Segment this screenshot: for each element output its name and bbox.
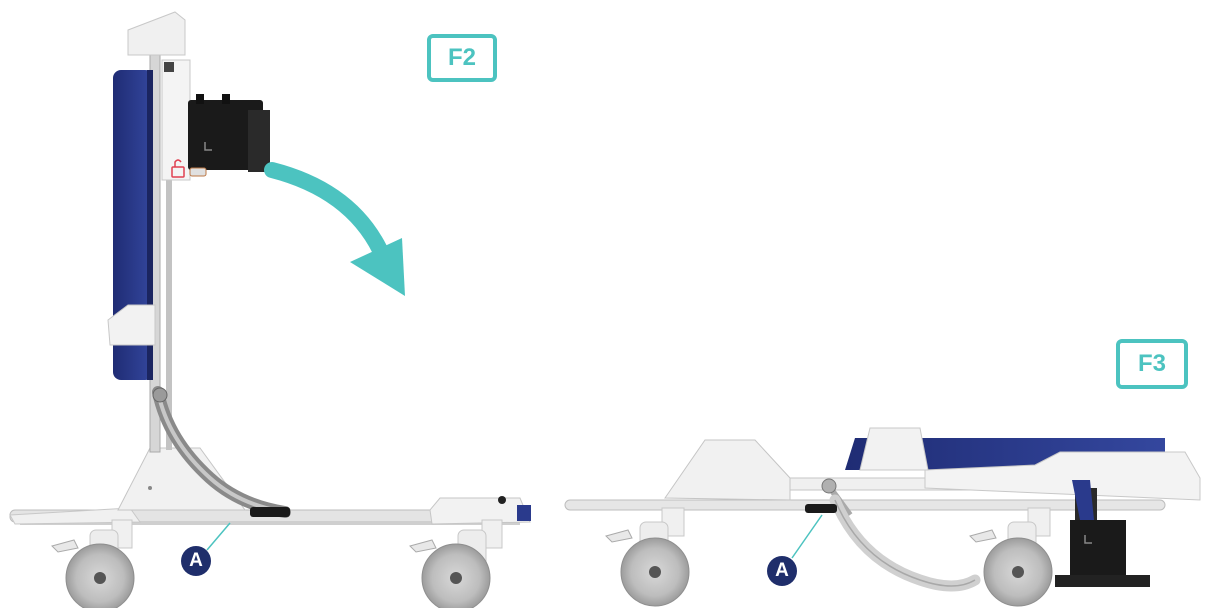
stretcher-flat <box>565 428 1200 606</box>
callout-leader-f2 <box>207 523 230 550</box>
central-base <box>118 448 245 510</box>
flat-curved-handle <box>835 500 975 586</box>
callout-leader-f3 <box>792 515 822 558</box>
stretcher-upright <box>10 12 531 608</box>
flat-guard <box>860 428 928 470</box>
head-clamp-detail <box>164 62 174 72</box>
figure-label-f2: F2 <box>427 34 497 82</box>
base-screw <box>148 486 152 490</box>
figure-label-f3: F3 <box>1116 339 1188 389</box>
lock-latch <box>190 168 206 176</box>
flat-caster-right <box>970 508 1052 606</box>
caster-right <box>410 520 502 608</box>
black-unit-knob-1 <box>196 94 204 104</box>
flat-caster-left <box>606 508 689 606</box>
caster-left <box>52 520 134 608</box>
callout-a-f3: A <box>767 556 797 586</box>
rotate-arrow-icon <box>272 170 405 296</box>
right-end-cap <box>430 498 530 524</box>
right-end-blue-tip <box>517 505 531 521</box>
handle-pivot <box>153 388 167 402</box>
callout-a-f2: A <box>181 546 211 576</box>
flat-black-unit <box>1070 520 1126 582</box>
right-end-screw <box>498 496 506 504</box>
head-section <box>128 12 185 55</box>
flat-lever-black <box>805 504 837 513</box>
head-clamp <box>162 60 190 180</box>
flat-pivot <box>822 479 836 493</box>
black-unit-knob-2 <box>222 94 230 104</box>
flat-black-plate <box>1055 575 1150 587</box>
handle-lever-black <box>250 507 290 517</box>
black-unit-plate <box>248 110 270 172</box>
flat-left-body <box>665 440 790 500</box>
